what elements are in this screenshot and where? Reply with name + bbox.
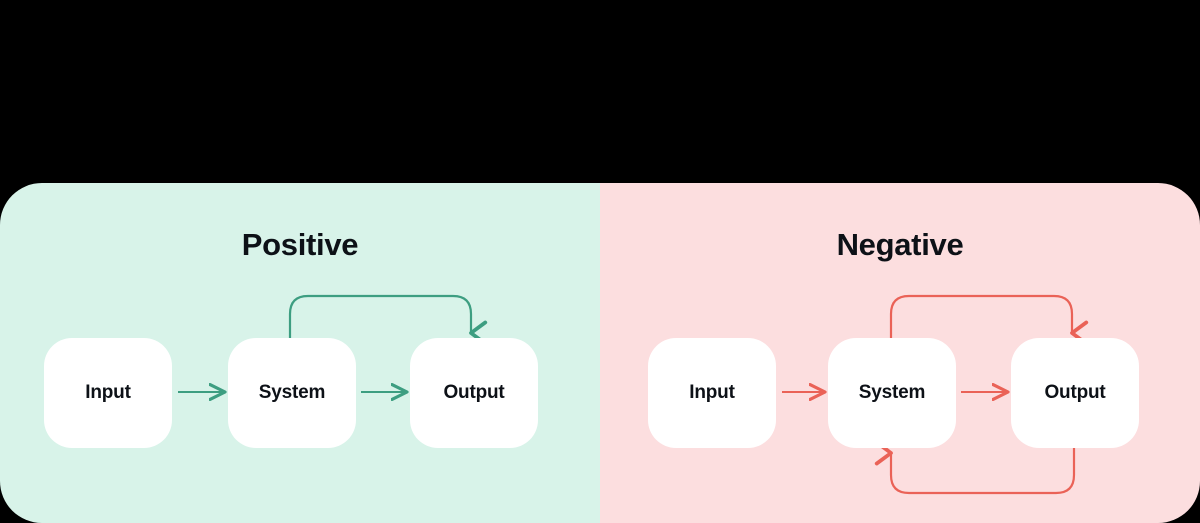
panel-negative: Negative — [600, 183, 1200, 523]
node-negative-output[interactable]: Output — [1011, 338, 1139, 448]
node-negative-output-label: Output — [1044, 382, 1106, 403]
node-positive-output-label: Output — [443, 382, 505, 403]
node-positive-system[interactable]: System — [228, 338, 356, 448]
panel-positive-nodes: Input System Output — [0, 183, 600, 523]
panel-negative-nodes: Input System Output — [600, 183, 1200, 523]
node-positive-system-label: System — [258, 382, 326, 403]
node-positive-output[interactable]: Output — [410, 338, 538, 448]
node-positive-input[interactable]: Input — [44, 338, 172, 448]
node-positive-input-label: Input — [85, 382, 131, 403]
node-negative-system[interactable]: System — [828, 338, 956, 448]
panel-positive: Positive Input System — [0, 183, 600, 523]
node-negative-system-label: System — [858, 382, 926, 403]
panel-negative-title: Negative — [836, 227, 964, 262]
node-negative-input[interactable]: Input — [648, 338, 776, 448]
node-negative-input-label: Input — [689, 382, 735, 403]
panel-positive-title: Positive — [241, 227, 359, 262]
